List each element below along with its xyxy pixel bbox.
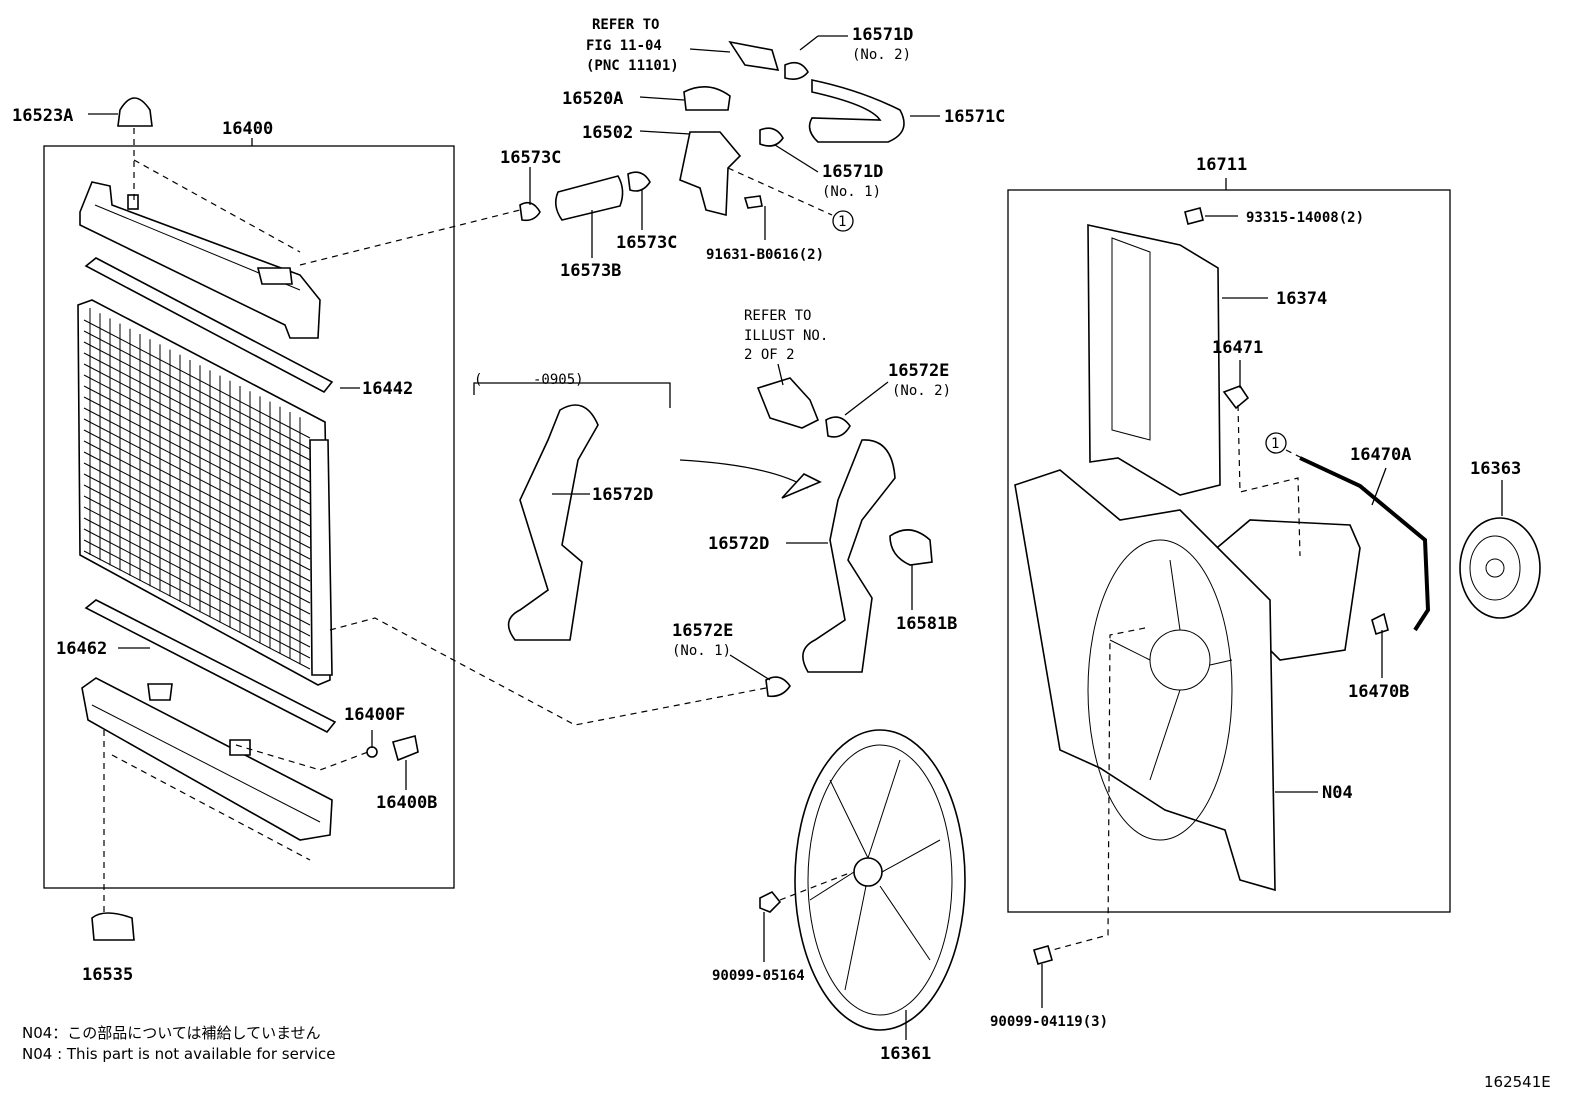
arrow-head bbox=[781, 473, 822, 499]
hose-16572D-old bbox=[507, 404, 599, 641]
hose-refer-fig-11-04 bbox=[728, 40, 780, 71]
hose-16573B bbox=[554, 175, 624, 221]
label-16573B: 16573B bbox=[560, 261, 621, 281]
label-16470A: 16470A bbox=[1350, 445, 1411, 465]
clamp-16572E-no1 bbox=[765, 676, 791, 698]
radiator-cap-16520A bbox=[683, 86, 731, 111]
label-16400F: 16400F bbox=[344, 705, 405, 725]
radiator-assembly bbox=[43, 97, 455, 941]
clamp-16571D-no2 bbox=[784, 61, 809, 80]
ref-circle-1-top-text: 1 bbox=[838, 214, 846, 230]
label-16400: 16400 bbox=[222, 119, 273, 139]
refer-illust-line2: ILLUST NO. bbox=[744, 328, 828, 344]
note-japanese: N04：この部品については補給していません bbox=[22, 1024, 321, 1042]
shroud-assembly-frame bbox=[1007, 189, 1451, 913]
part-labels: 16523A 16400 16442 16462 16400F 16400B 1… bbox=[12, 17, 1551, 1091]
label-16535: 16535 bbox=[82, 965, 133, 985]
label-16573C-right: 16573C bbox=[616, 233, 677, 253]
label-16470B: 16470B bbox=[1348, 682, 1409, 702]
label-16572E-no1: 16572E bbox=[672, 621, 733, 641]
label-no2-a: (No. 2) bbox=[852, 47, 911, 63]
label-16523A: 16523A bbox=[12, 106, 73, 126]
label-bracket-date: ( -0905) bbox=[474, 372, 584, 388]
shroud-N04 bbox=[1014, 469, 1276, 892]
label-16363: 16363 bbox=[1470, 459, 1521, 479]
filler-neck-16502 bbox=[679, 131, 742, 217]
thermostat-refer bbox=[756, 377, 820, 429]
note-english: N04 : This part is not available for ser… bbox=[22, 1045, 336, 1063]
label-no1-b: (No. 1) bbox=[672, 643, 731, 659]
label-16572D-new: 16572D bbox=[708, 534, 769, 554]
fan-motor-16363 bbox=[1459, 480, 1541, 619]
ref-circle-1-right-text: 1 bbox=[1271, 436, 1279, 452]
drain-oring-16400F bbox=[366, 746, 378, 758]
label-16571D-no2: 16571D bbox=[852, 25, 913, 45]
clamp-16573C-left bbox=[519, 201, 541, 222]
hose-16470A bbox=[1299, 456, 1431, 632]
lower-hose-group bbox=[329, 363, 933, 726]
label-no1-a: (No. 1) bbox=[822, 184, 881, 200]
clamp-16572E-no2 bbox=[825, 416, 851, 438]
radiator-upper-tank bbox=[79, 181, 321, 339]
drain-plug-16400B bbox=[392, 734, 419, 762]
label-16502: 16502 bbox=[582, 123, 633, 143]
clip-16581B bbox=[889, 529, 933, 566]
arrow-change bbox=[679, 459, 809, 489]
cooling-fan-16361 bbox=[759, 729, 966, 1040]
label-16462: 16462 bbox=[56, 639, 107, 659]
hose-16572D-new bbox=[802, 439, 896, 673]
refer-fig-line1: REFER TO bbox=[592, 17, 659, 33]
duct-16374 bbox=[1087, 224, 1221, 496]
label-16442: 16442 bbox=[362, 379, 413, 399]
label-16581B: 16581B bbox=[896, 614, 957, 634]
refer-illust-line3: 2 OF 2 bbox=[744, 347, 795, 363]
ref-circle-1-top bbox=[832, 210, 854, 232]
label-16400B: 16400B bbox=[376, 793, 437, 813]
label-90099-05164: 90099-05164 bbox=[712, 968, 805, 984]
label-91631: 91631-B0616(2) bbox=[706, 247, 824, 263]
ref-circle-1-right bbox=[1265, 432, 1287, 454]
label-16571C: 16571C bbox=[944, 107, 1005, 127]
label-16361: 16361 bbox=[880, 1044, 931, 1064]
label-16572E-no2: 16572E bbox=[888, 361, 949, 381]
label-90099-04119: 90099-04119(3) bbox=[990, 1014, 1108, 1030]
label-16520A: 16520A bbox=[562, 89, 623, 109]
label-16374: 16374 bbox=[1276, 289, 1327, 309]
figure-id: 162541E bbox=[1484, 1073, 1551, 1091]
clip-16471 bbox=[1222, 385, 1250, 410]
label-no2-b: (No. 2) bbox=[892, 383, 951, 399]
label-16571D-no1: 16571D bbox=[822, 162, 883, 182]
clamp-16571D-no1 bbox=[759, 127, 784, 147]
radiator-core bbox=[77, 299, 333, 686]
refer-fig-line3: (PNC 11101) bbox=[586, 58, 679, 74]
clip-16470B bbox=[1371, 612, 1389, 636]
hose-16571C bbox=[808, 79, 905, 143]
upper-gasket-16442 bbox=[84, 257, 334, 394]
refer-fig-line2: FIG 11-04 bbox=[586, 38, 662, 54]
bolt-90099-04119 bbox=[1033, 945, 1053, 965]
label-16711: 16711 bbox=[1196, 155, 1247, 175]
label-16572D-old: 16572D bbox=[592, 485, 653, 505]
lower-cushion-16535 bbox=[91, 912, 135, 941]
lower-gasket-16462 bbox=[84, 599, 337, 734]
label-93315: 93315-14008(2) bbox=[1246, 210, 1364, 226]
radiator-assembly-frame bbox=[43, 145, 455, 889]
upper-hose-group bbox=[299, 35, 940, 266]
bolt-93315 bbox=[1184, 207, 1204, 225]
upper-cushion-16523A bbox=[117, 97, 153, 127]
label-N04: N04 bbox=[1322, 783, 1353, 803]
label-16471: 16471 bbox=[1212, 338, 1263, 358]
radiator-lower-tank bbox=[81, 677, 333, 841]
clamp-16573C-right bbox=[627, 171, 651, 192]
nut-90099-05164 bbox=[759, 890, 782, 913]
shroud-assembly bbox=[1007, 178, 1451, 1008]
bolt-91631 bbox=[743, 195, 763, 209]
refer-illust-line1: REFER TO bbox=[744, 308, 811, 324]
label-16573C-left: 16573C bbox=[500, 148, 561, 168]
